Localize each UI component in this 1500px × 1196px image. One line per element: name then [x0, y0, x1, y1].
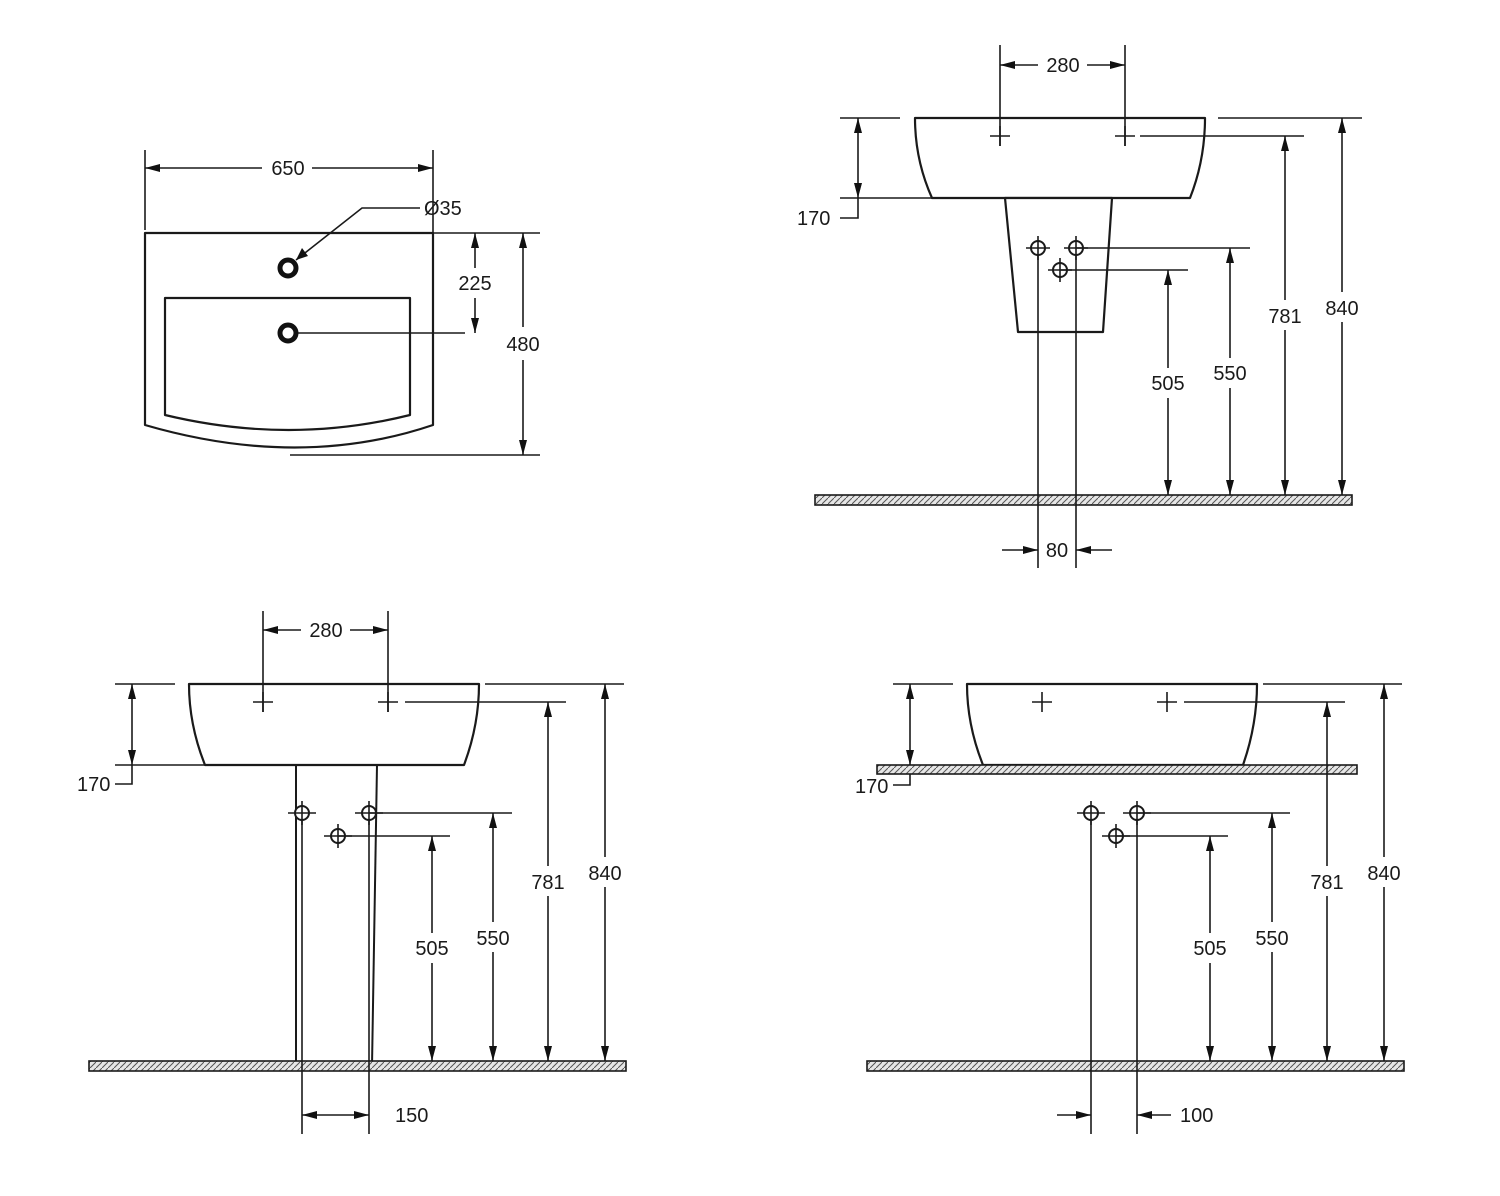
half-pedestal-view: 280 170 505 550	[797, 45, 1362, 568]
floor	[88, 1060, 627, 1072]
bowl-height-label: 170	[797, 208, 830, 230]
overflow-hole-icon	[277, 322, 299, 344]
tap-hole-icon	[277, 257, 299, 279]
tap-spacing-label: 280	[1046, 55, 1079, 77]
pedestal-spacing-label: 150	[395, 1105, 428, 1127]
pedestal-view: 280 170 505 550	[77, 611, 627, 1134]
bowl-height-label: 170	[77, 774, 110, 796]
depth-label: 480	[506, 334, 539, 356]
waste-height-label: 505	[415, 938, 448, 960]
pedestal-spacing-label: 80	[1046, 540, 1068, 562]
supply-height-label: 550	[476, 928, 509, 950]
bowl-height-label: 170	[855, 776, 888, 798]
top-view: 650 Ø35 225 480	[143, 150, 540, 456]
tap-height-label: 781	[531, 872, 564, 894]
hole-diameter-label: Ø35	[424, 198, 462, 220]
waste-height-label: 505	[1151, 373, 1184, 395]
countertop-view: 170 505 550 781 840	[855, 682, 1405, 1134]
basin-shape	[913, 116, 1207, 200]
floor	[814, 494, 1353, 506]
tap-spacing-label: 280	[309, 620, 342, 642]
waste-height-label: 505	[1193, 938, 1226, 960]
supply-height-label: 550	[1255, 928, 1288, 950]
rim-height-label: 840	[1325, 298, 1358, 320]
rim-height-label: 840	[1367, 863, 1400, 885]
width-label: 650	[271, 158, 304, 180]
tap-height-label: 781	[1268, 306, 1301, 328]
tap-height-label: 781	[1310, 872, 1343, 894]
rim-height-label: 840	[588, 863, 621, 885]
hole-offset-label: 225	[458, 273, 491, 295]
pipe-spacing-label: 100	[1180, 1105, 1213, 1127]
countertop	[876, 764, 1358, 775]
basin-shape	[965, 682, 1259, 767]
basin-shape	[187, 682, 481, 767]
supply-height-label: 550	[1213, 363, 1246, 385]
floor	[866, 1060, 1405, 1072]
tap-mark-icon	[1032, 692, 1177, 712]
